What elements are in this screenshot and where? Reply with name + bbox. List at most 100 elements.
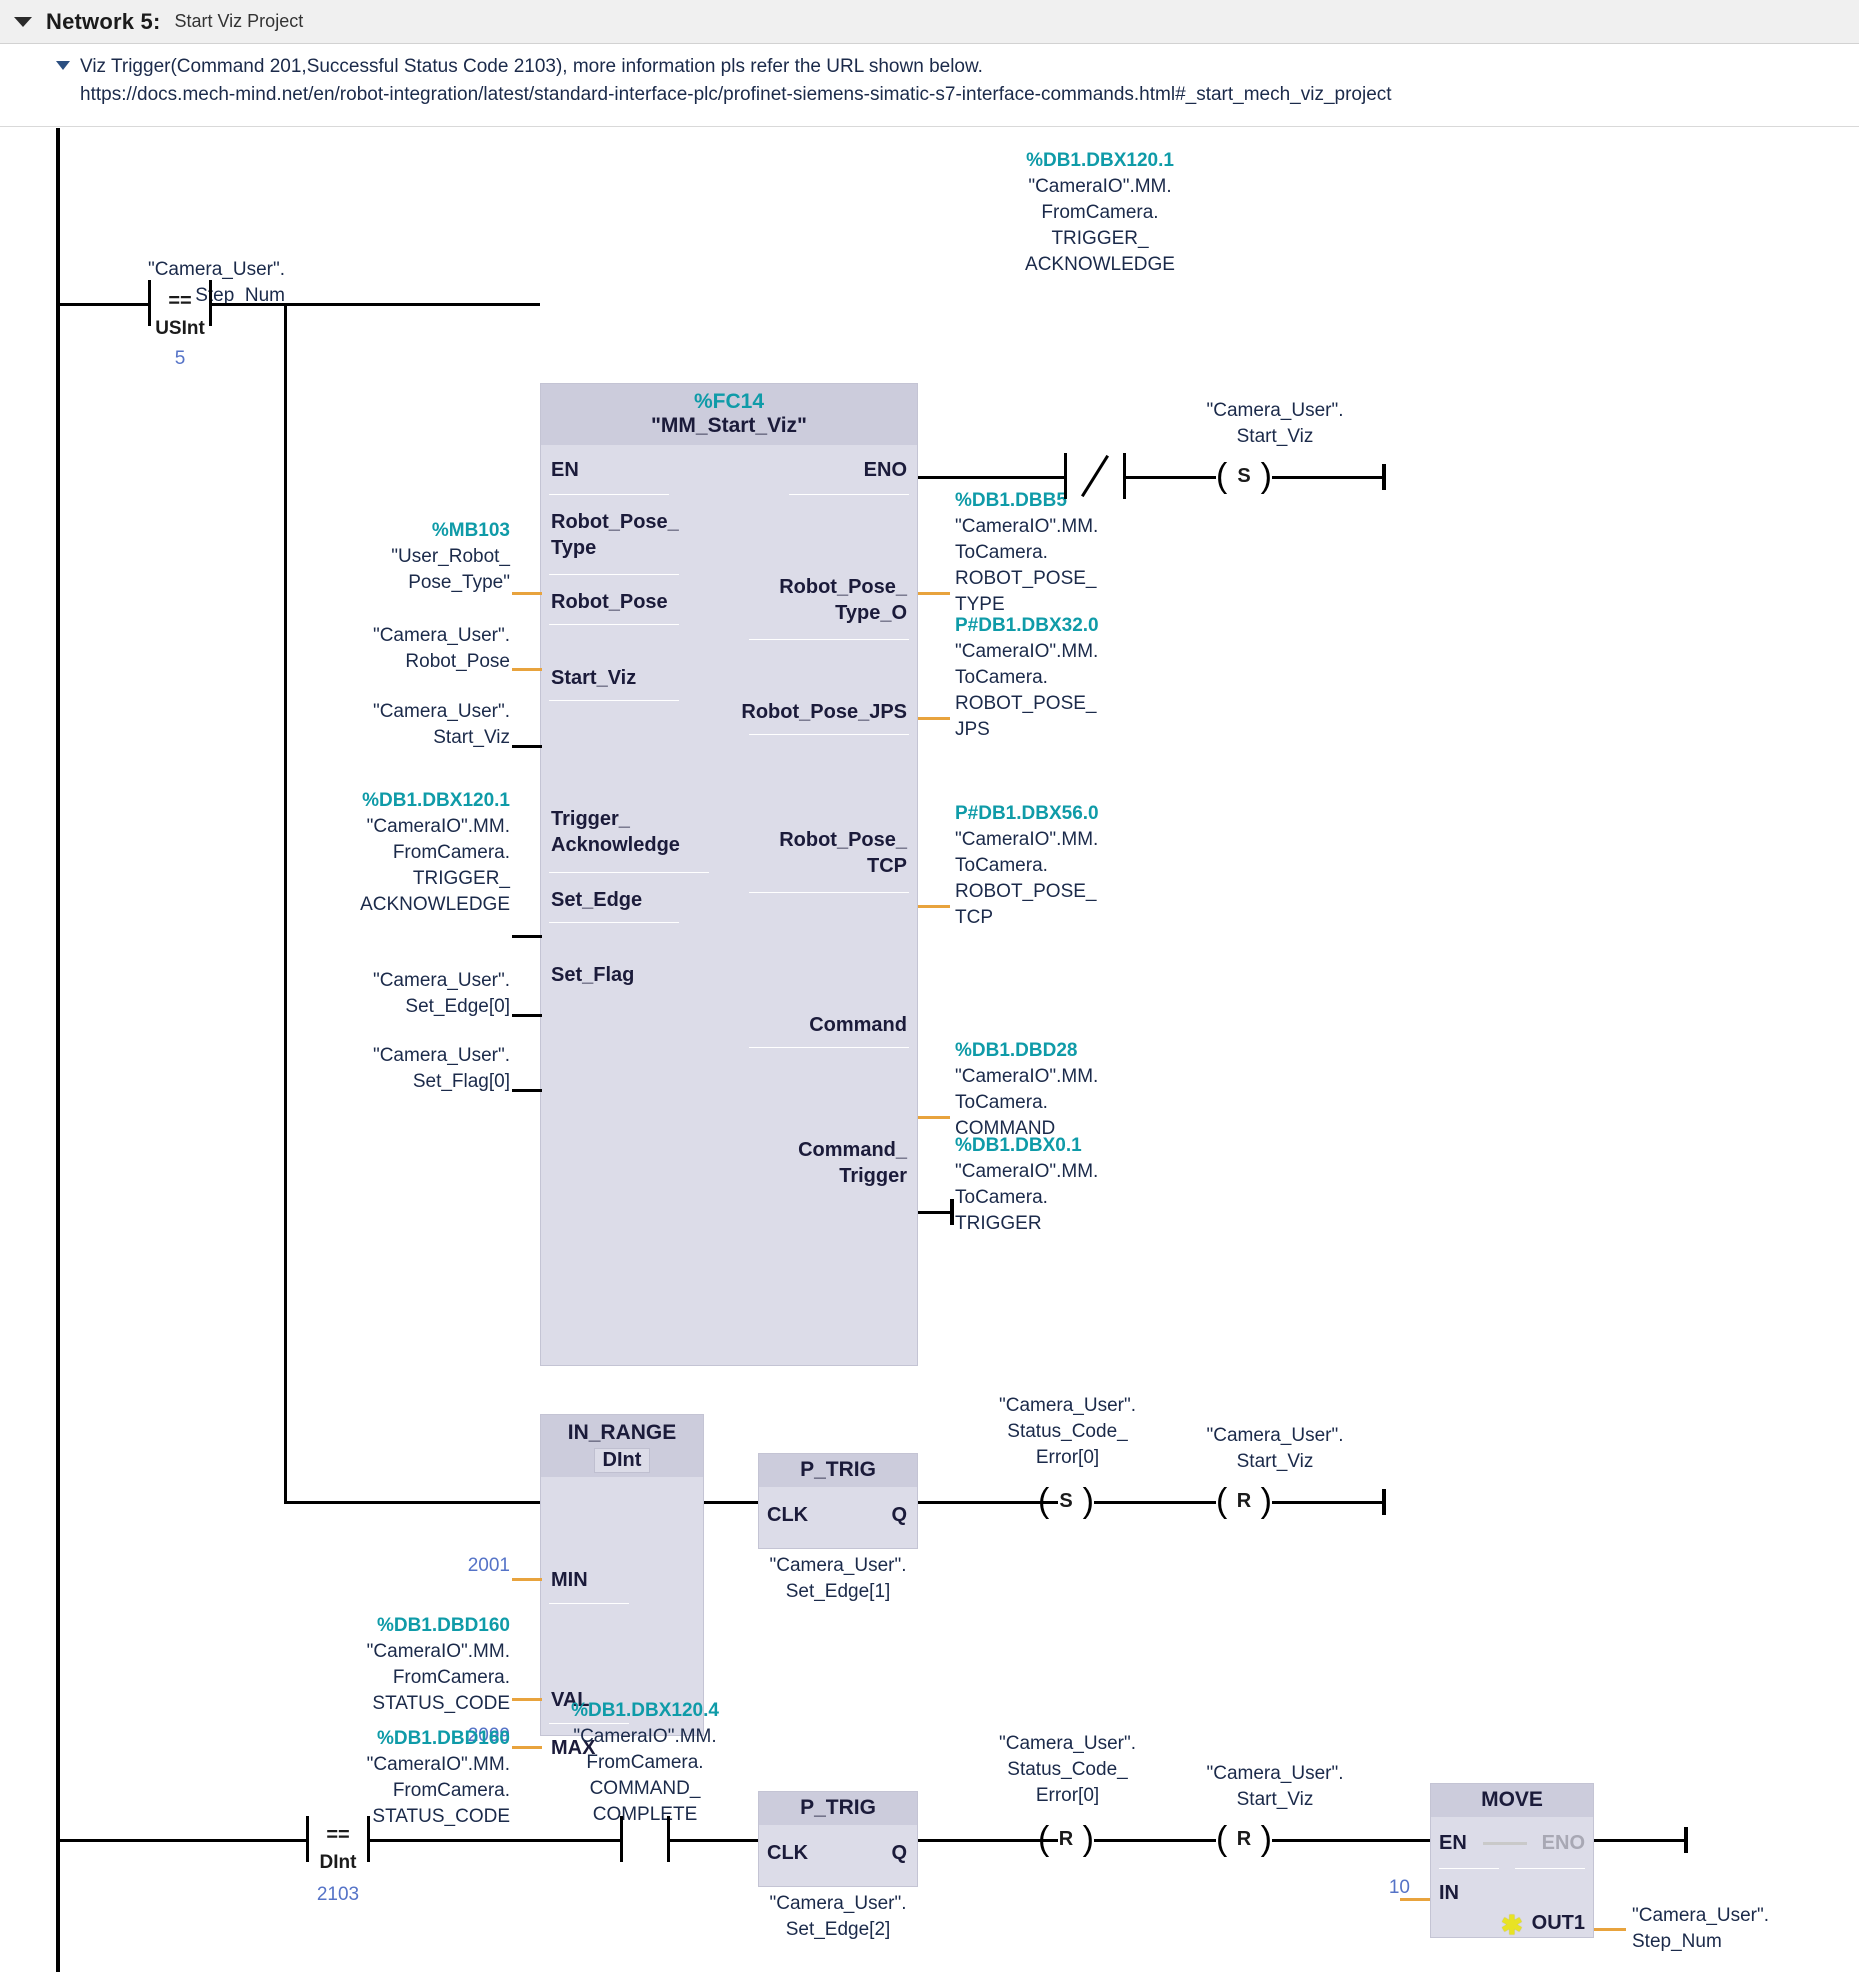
- fc14-output-operand-command: %DB1.DBD28 "CameraIO".MM. ToCamera. COMM…: [955, 1040, 1099, 1139]
- set-coil-start-viz[interactable]: () S: [1216, 453, 1272, 499]
- compare-contact-usint[interactable]: == USInt 5: [148, 280, 212, 369]
- fc14-output-operand-robot-pose-tcp: P#DB1.DBX56.0 "CameraIO".MM. ToCamera. R…: [955, 803, 1099, 928]
- move-pin-eno: ENO: [1541, 1832, 1585, 1854]
- set-coil-status-code-error[interactable]: () S: [1038, 1478, 1094, 1524]
- compare-type: USInt: [155, 318, 205, 339]
- fc14-output-wire-robot-pose-type: [918, 592, 950, 595]
- nc-contact-trigger-acknowledge[interactable]: [1064, 453, 1126, 499]
- fc14-pin-command-trigger: Command_ Trigger: [798, 1139, 907, 1187]
- triangle-down-icon[interactable]: [56, 61, 70, 70]
- in-range-wire-val: [512, 1698, 542, 1701]
- rung2-coil-s-operand: "Camera_User". Status_Code_ Error[0]: [998, 1395, 1137, 1468]
- rung3-endcap: [1684, 1827, 1688, 1853]
- fc14-header: %FC14 "MM_Start_Viz": [541, 384, 917, 445]
- rung1-nc-contact-operand: %DB1.DBX120.1 "CameraIO".MM. FromCamera.…: [1025, 150, 1175, 275]
- p-trig-1-title: P_TRIG: [800, 1458, 876, 1481]
- fc14-input-operand-robot-pose-type: %MB103 "User_Robot_ Pose_Type": [391, 520, 510, 593]
- move-out-operand: "Camera_User". Step_Num: [1632, 1905, 1770, 1952]
- network-comment: Viz Trigger(Command 201,Successful Statu…: [0, 45, 1859, 127]
- reset-coil-start-viz-rung2[interactable]: () R: [1216, 1478, 1272, 1524]
- rung3-wire-between-coils: [1094, 1839, 1216, 1842]
- p-trig-2-pin-clk: CLK: [767, 1842, 809, 1864]
- fc14-input-operand-robot-pose: "Camera_User". Robot_Pose: [372, 625, 510, 672]
- power-rail: [56, 128, 60, 1972]
- in-range-val-operand: %DB1.DBD160 "CameraIO".MM. FromCamera. S…: [366, 1615, 510, 1714]
- fc14-output-wire-command-trigger: [918, 1211, 954, 1214]
- p-trig-1-header: P_TRIG: [759, 1454, 917, 1487]
- fc14-block[interactable]: %FC14 "MM_Start_Viz" EN ENO Robot_Pose_ …: [540, 383, 918, 1366]
- in-range-block[interactable]: IN_RANGE DInt MIN VAL MAX: [540, 1414, 704, 1759]
- fc14-input-operand-set-flag: "Camera_User". Set_Flag[0]: [372, 1045, 510, 1092]
- fc14-pin-robot-pose-type-o: Robot_Pose_ Type_O: [779, 576, 907, 624]
- move-title: MOVE: [1481, 1788, 1543, 1811]
- rung3-compare-operand: %DB1.DBD160 "CameraIO".MM. FromCamera. S…: [366, 1728, 510, 1827]
- fc14-pin-set-flag: Set_Flag: [551, 964, 635, 986]
- in-range-wire-max: [512, 1746, 542, 1749]
- network-name: Start Viz Project: [174, 11, 304, 31]
- in-range-max-value: 2099: [467, 1725, 510, 1746]
- rung2-coil-r-operand: "Camera_User". Start_Viz: [1206, 1425, 1344, 1472]
- fc14-input-wire-set-edge: [512, 1014, 542, 1017]
- rung1-endcap: [1382, 464, 1386, 490]
- network-label: Network 5:: [46, 8, 161, 34]
- comment-line-1: Viz Trigger(Command 201,Successful Statu…: [80, 56, 983, 77]
- fc14-output-wire-robot-pose-tcp: [918, 905, 950, 908]
- in-range-header: IN_RANGE DInt: [541, 1415, 703, 1477]
- compare-operator: ==: [168, 290, 192, 312]
- in-range-title: IN_RANGE: [567, 1421, 677, 1444]
- rung1-compare-operand: "Camera_User". Step_Num: [147, 259, 285, 306]
- p-trig-1-pin-q: Q: [891, 1504, 907, 1526]
- move-block[interactable]: MOVE EN ENO IN ✱ OUT1: [1430, 1783, 1594, 1938]
- p-trig-2-header: P_TRIG: [759, 1792, 917, 1825]
- fc14-pin-command: Command: [809, 1014, 907, 1036]
- rung3-wire-to-move: [1272, 1839, 1430, 1842]
- fc14-pin-robot-pose-jps: Robot_Pose_JPS: [741, 701, 907, 723]
- fc14-pin-en: EN: [551, 459, 579, 481]
- rung3-wire-mid: [370, 1839, 620, 1842]
- fc14-output-wire-command: [918, 1116, 950, 1119]
- rung3-rail-drop: [56, 1501, 59, 1841]
- in-range-type: DInt: [593, 1448, 651, 1473]
- compare-value: 5: [174, 348, 186, 369]
- move-eno-wire: [1594, 1839, 1688, 1842]
- in-range-min-value: 2001: [467, 1555, 510, 1576]
- ladder-canvas: "Camera_User". Step_Num == USInt 5 %FC14…: [0, 128, 1859, 1972]
- fc14-input-operand-start-viz: "Camera_User". Start_Viz: [372, 701, 510, 748]
- fc14-number: %FC14: [693, 390, 765, 413]
- rung2-wire-coil-end: [1272, 1501, 1386, 1504]
- rung2-wire-q-to-coil: [918, 1501, 1058, 1504]
- fc14-pin-set-edge: Set_Edge: [551, 889, 643, 911]
- compare-contact-dint[interactable]: == DInt 2103: [306, 1816, 370, 1905]
- in-range-pin-min: MIN: [551, 1569, 588, 1591]
- rung1-wire-left: [56, 303, 148, 306]
- fc14-output-operand-robot-pose-jps: P#DB1.DBX32.0 "CameraIO".MM. ToCamera. R…: [955, 615, 1099, 740]
- move-pin-in: IN: [1439, 1882, 1459, 1904]
- fc14-pin-robot-pose-tcp: Robot_Pose_ TCP: [779, 829, 907, 877]
- reset-coil-start-viz-rung3[interactable]: () R: [1216, 1816, 1272, 1862]
- fc14-output-operand-robot-pose-type: %DB1.DBB5 "CameraIO".MM. ToCamera. ROBOT…: [955, 490, 1099, 615]
- fc14-output-operand-command-trigger: %DB1.DBX0.1 "CameraIO".MM. ToCamera. TRI…: [955, 1135, 1099, 1234]
- triangle-down-icon[interactable]: [14, 16, 32, 27]
- fc14-input-wire-start-viz: [512, 745, 542, 748]
- p-trig-2-pin-q: Q: [891, 1842, 907, 1864]
- fc14-input-wire-set-flag: [512, 1089, 542, 1092]
- rung2-wire-to-ptrig: [704, 1501, 758, 1504]
- fc14-input-wire-robot-pose: [512, 668, 542, 671]
- move-wire-in: [1400, 1898, 1430, 1901]
- rung3-coil-r1-operand: "Camera_User". Status_Code_ Error[0]: [998, 1733, 1137, 1806]
- no-contact-command-complete[interactable]: [620, 1816, 670, 1862]
- p-trig-block-1[interactable]: P_TRIG CLK Q: [758, 1453, 918, 1549]
- rung3-coil-r2-operand: "Camera_User". Start_Viz: [1206, 1763, 1344, 1810]
- set-coil-letter: S: [1237, 465, 1251, 487]
- rung2-wire-between-coils: [1094, 1501, 1216, 1504]
- in-range-pin-max: MAX: [551, 1737, 596, 1759]
- fc14-pin-start-viz: Start_Viz: [551, 667, 637, 689]
- fc14-input-wire-robot-pose-type: [512, 592, 542, 595]
- fc14-input-operand-set-edge: "Camera_User". Set_Edge[0]: [372, 970, 510, 1017]
- reset-coil-status-code-error[interactable]: () R: [1038, 1816, 1094, 1862]
- p-trig-block-2[interactable]: P_TRIG CLK Q: [758, 1791, 918, 1887]
- rung2-coil-s-letter: S: [1059, 1490, 1073, 1512]
- move-wire-out1: [1594, 1928, 1626, 1931]
- move-in-value: 10: [1388, 1877, 1410, 1898]
- fc14-pin-trigger-acknowledge: Trigger_ Acknowledge: [551, 808, 680, 856]
